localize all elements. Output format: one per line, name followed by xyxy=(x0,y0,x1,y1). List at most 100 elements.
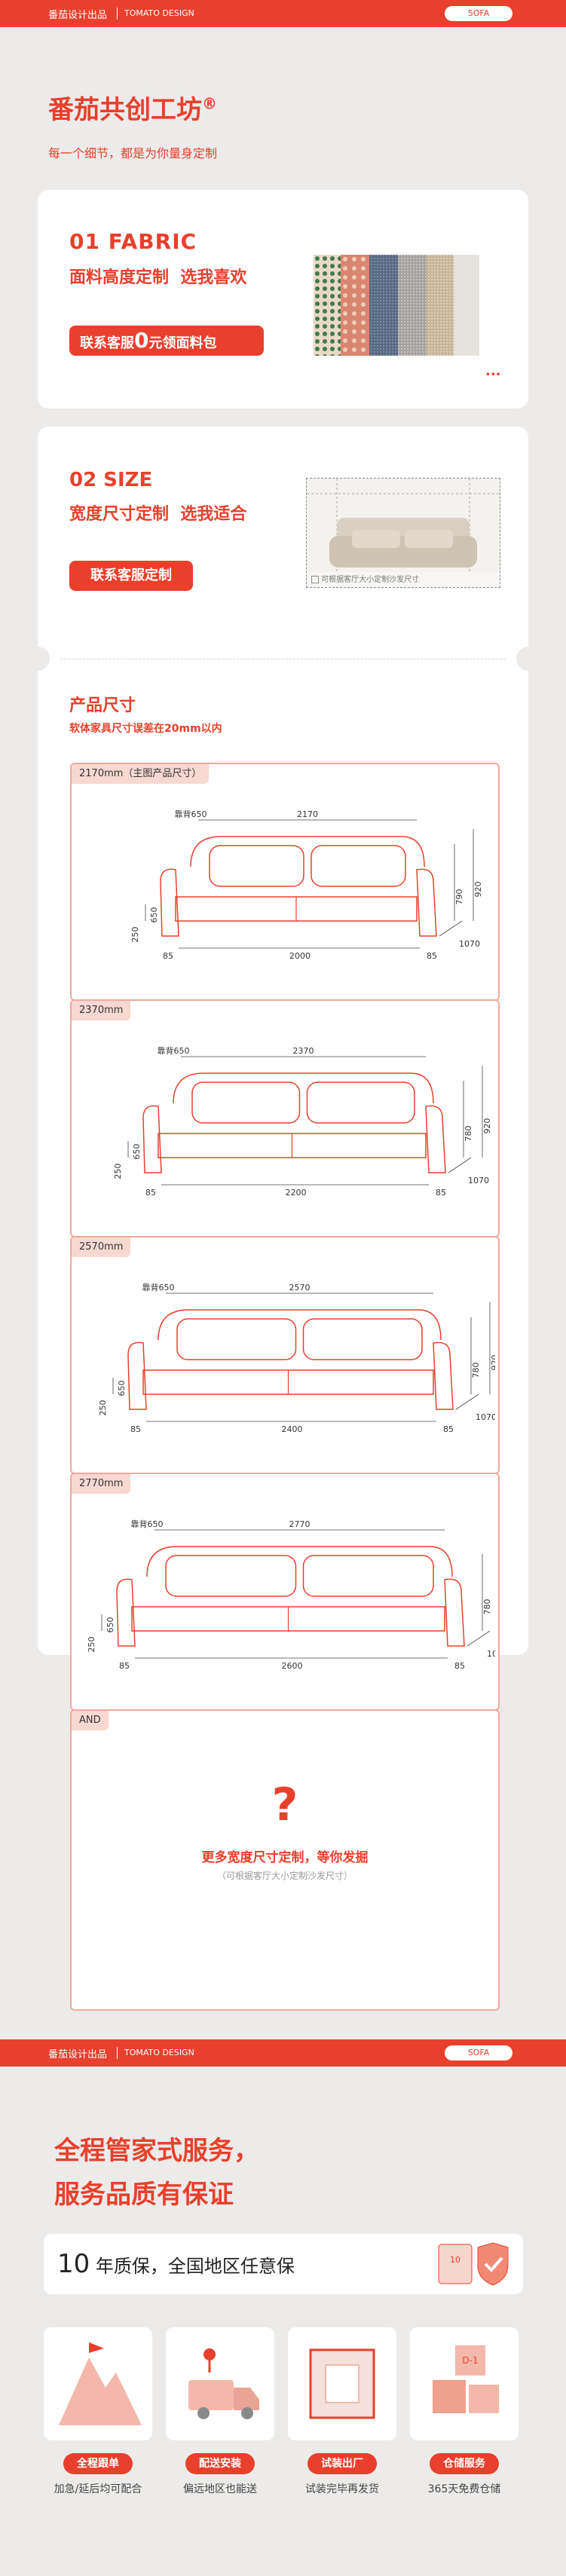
service-title-1: 全程管家式服务， xyxy=(54,2136,259,2166)
truck-icon xyxy=(188,2348,259,2419)
service-text-tracking: 加急/延后均可配合 xyxy=(54,2483,142,2495)
size-line: 宽度尺寸定制 选我适合 xyxy=(69,505,247,524)
more-dots[interactable]: ... xyxy=(485,363,501,379)
height-label: 780 xyxy=(482,1599,492,1615)
seat-width-label: 2200 xyxy=(286,1188,307,1198)
brand-label: 番茄设计出品 xyxy=(48,2049,108,2060)
back-cushion-right xyxy=(302,1318,423,1360)
brand-label: 番茄设计出品 xyxy=(48,10,108,21)
service-button-trial[interactable]: 试装出厂 xyxy=(307,2453,377,2474)
seat-outline xyxy=(175,896,418,922)
width-label: 2770 xyxy=(289,1519,311,1529)
fabric-card: 01 FABRIC 面料高度定制 选我喜欢 联系客服0元领面料包 xyxy=(38,190,528,408)
sofa-back-line xyxy=(158,1309,442,1341)
boxes-icon: D-1 xyxy=(433,2345,499,2413)
service-card-delivery xyxy=(166,2327,274,2440)
arm-label-right: 85 xyxy=(436,1188,446,1198)
custom-tag: AND xyxy=(72,1711,109,1730)
sofa-panel-4: 2770mm 2770靠背650260085851070780920250650 xyxy=(70,1473,511,1711)
right-arm xyxy=(444,1578,465,1647)
width-label: 2370 xyxy=(293,1046,314,1056)
service-text-storage: 365天免费仓储 xyxy=(427,2483,501,2495)
height-label: 780 xyxy=(464,1126,473,1142)
box-frame-icon xyxy=(309,2348,375,2419)
back-cushion-left xyxy=(209,845,304,887)
warranty-text: 10 年质保，全国地区任意保 xyxy=(57,2249,295,2279)
divider xyxy=(117,2047,118,2059)
seat-thickness-label: 650 xyxy=(106,1617,115,1633)
depth-line xyxy=(448,1157,472,1173)
depth-line xyxy=(467,1630,491,1647)
back-cushion-right xyxy=(306,1081,415,1124)
seat-height-label: 250 xyxy=(87,1637,96,1653)
sofa-photo xyxy=(307,479,500,587)
product-note: 软体家具尺寸误差在20mm以内 xyxy=(69,723,222,735)
badge-number: 10 xyxy=(450,2255,460,2265)
total-height-label: 920 xyxy=(490,1355,495,1371)
seat-width-label: 2000 xyxy=(289,951,311,961)
service-button-delivery[interactable]: 配送安装 xyxy=(185,2453,255,2474)
back-cushion-left xyxy=(176,1318,297,1360)
seat-thickness-label: 650 xyxy=(117,1381,127,1397)
service-button-storage[interactable]: 仓储服务 xyxy=(430,2453,499,2474)
depth-label: 1070 xyxy=(487,1649,495,1659)
sofa-pill[interactable]: SOFA xyxy=(445,2045,512,2060)
left-arm xyxy=(142,1105,162,1173)
sofa-tag: 2370mm xyxy=(72,1001,131,1020)
depth-label: 1070 xyxy=(476,1412,495,1422)
warranty-card: 10 年质保，全国地区任意保 10 xyxy=(44,2234,523,2294)
fabric-heading: 01 FABRIC xyxy=(69,229,197,254)
arm-label-left: 85 xyxy=(119,1661,130,1671)
backrest-label: 靠背650 xyxy=(142,1282,175,1293)
service-button-tracking[interactable]: 全程跟单 xyxy=(63,2453,133,2474)
size-contact-button[interactable]: 联系客服定制 xyxy=(69,561,193,591)
arm-label-right: 85 xyxy=(454,1661,465,1671)
sofa-pill[interactable]: SOFA xyxy=(445,6,512,21)
custom-sub: （可根据客厅大小定制沙发尺寸） xyxy=(216,1871,353,1881)
seat-outline xyxy=(131,1606,445,1632)
fabric-contact-button[interactable]: 联系客服0元领面料包 xyxy=(69,326,264,356)
width-label: 2570 xyxy=(289,1283,311,1293)
divider xyxy=(117,8,118,20)
depth-line xyxy=(439,920,463,937)
depth-label: 1070 xyxy=(468,1176,489,1186)
total-height-label: 920 xyxy=(473,882,483,898)
backrest-label: 靠背650 xyxy=(158,1045,190,1056)
total-height-label: 920 xyxy=(482,1118,492,1134)
notch-right xyxy=(516,647,540,671)
service-title-2: 服务品质有保证 xyxy=(54,2180,234,2210)
top-bar-2: 番茄设计出品 TOMATO DESIGN SOFA xyxy=(0,2039,566,2067)
custom-line: 更多宽度尺寸定制，等你发掘 xyxy=(201,1850,369,1865)
back-cushion-left xyxy=(165,1555,297,1597)
right-arm xyxy=(425,1105,446,1173)
service-card-storage: D-1 xyxy=(410,2327,519,2440)
seat-outline xyxy=(142,1369,434,1395)
question-mark: ? xyxy=(271,1779,298,1831)
sofa-back-line xyxy=(190,836,425,867)
depth-line xyxy=(455,1394,479,1410)
warranty-badge-icon: 10 xyxy=(436,2240,511,2288)
arm-label-left: 85 xyxy=(163,951,173,961)
height-label: 790 xyxy=(454,889,464,905)
seat-height-label: 250 xyxy=(113,1164,123,1179)
fabric-swatch-image xyxy=(314,255,479,356)
left-arm xyxy=(116,1578,136,1647)
seat-height-label: 250 xyxy=(130,927,140,943)
left-arm xyxy=(127,1342,147,1410)
seat-thickness-label: 650 xyxy=(132,1144,142,1160)
svg-text:D-1: D-1 xyxy=(462,2355,478,2366)
sofa-tag: 2770mm xyxy=(72,1474,131,1494)
right-arm xyxy=(416,868,437,937)
left-arm xyxy=(160,868,179,937)
width-label: 2170 xyxy=(297,809,318,819)
custom-size-panel: AND ? 更多宽度尺寸定制，等你发掘 （可根据客厅大小定制沙发尺寸） xyxy=(70,1709,500,2011)
service-text-delivery: 偏远地区也能送 xyxy=(183,2483,257,2495)
depth-label: 1070 xyxy=(459,939,480,949)
back-cushion-right xyxy=(302,1555,434,1597)
fabric-swatches xyxy=(314,255,479,356)
arm-label-right: 85 xyxy=(427,951,437,961)
sofa-drawing: 2770靠背650260085851070780920250650 xyxy=(87,1519,511,1671)
